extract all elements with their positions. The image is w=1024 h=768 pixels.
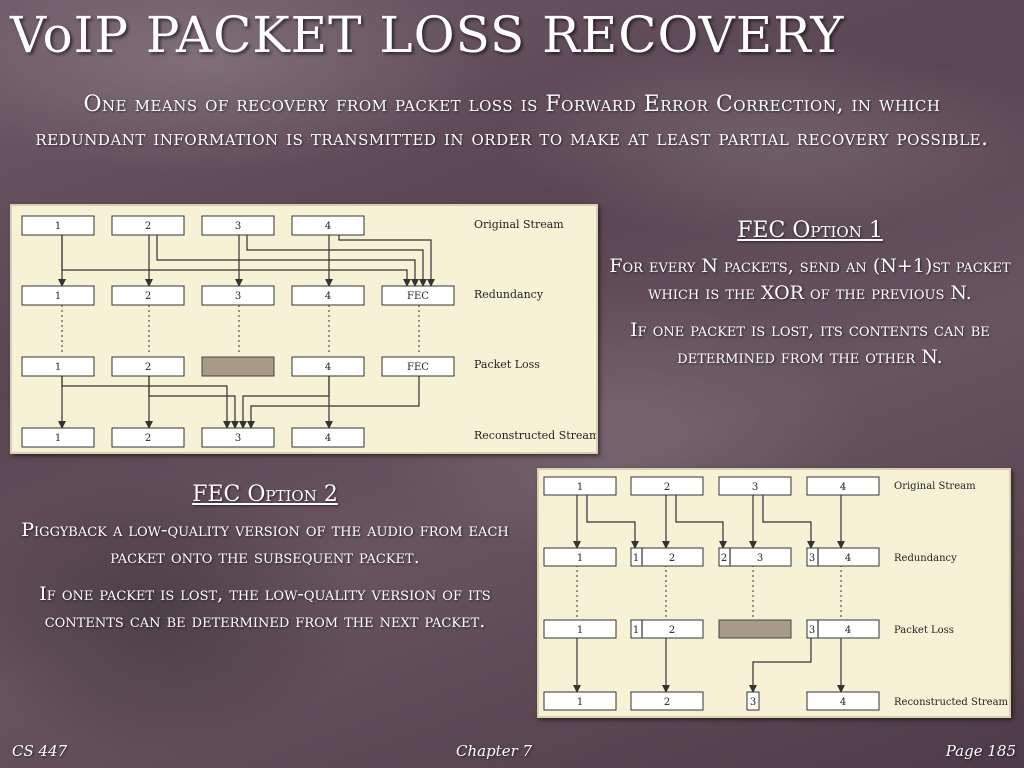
d2-red-packet-4: [806, 547, 880, 567]
d1-loss-num-1: 1: [55, 362, 61, 373]
d1-recon-packet-4: [291, 427, 365, 448]
d2-loss-num-2: 2: [669, 625, 675, 636]
d2-loss-num-1: 1: [577, 625, 583, 636]
d1-red-num-3: 3: [235, 291, 241, 302]
d1-red-fec-label: FEC: [407, 291, 429, 302]
footer-course: CS 447: [12, 742, 68, 760]
d2-orig-num-1: 1: [577, 482, 583, 493]
d1-orig-packet-2: [111, 215, 185, 236]
d1-red-packet-4: [291, 285, 365, 306]
d1-red-num-1: 1: [55, 291, 61, 302]
d1-loss-packet-4: [291, 356, 365, 377]
fec-option-1-point-2: If one packet is lost, its contents can …: [630, 319, 990, 368]
d2-loss-piggy-3: 3: [809, 625, 815, 636]
d2-red-packet-3: [718, 547, 792, 567]
footer-page: Page 185: [945, 742, 1016, 760]
d2-orig-num-3: 3: [752, 482, 758, 493]
d1-red-num-2: 2: [145, 291, 151, 302]
fec-option-1-heading: FEC Option 1: [737, 218, 883, 243]
d2-orig-packet-4: [806, 476, 880, 496]
d2-orig-packet-2: [630, 476, 704, 496]
d2-recon-num-2: 2: [664, 697, 670, 708]
fec-option-2-heading: FEC Option 2: [192, 482, 338, 507]
d2-row-label-original: Original Stream: [894, 481, 976, 492]
d2-recon-num-1: 1: [577, 697, 583, 708]
d1-row-label-original: Original Stream: [474, 218, 564, 231]
d2-recon-packet-4: [806, 691, 880, 711]
d1-red-packet-1: [21, 285, 95, 306]
intro-text: One means of recovery from packet loss i…: [35, 92, 989, 151]
d2-red-piggy-1: 1: [633, 553, 639, 564]
d1-row-label-packet-loss: Packet Loss: [474, 358, 540, 371]
d2-red-num-1: 1: [577, 553, 583, 564]
d1-recon-packet-2: [111, 427, 185, 448]
d2-row-label-packet-loss: Packet Loss: [894, 625, 954, 636]
fec-option-2-diagram: 1 2 3 4 Original Stream 1 1 2 2 3 3 4 Re…: [537, 468, 1011, 718]
d1-row-label-reconstructed: Reconstructed Stream: [474, 429, 596, 442]
d2-loss-packet-2: [630, 619, 704, 639]
d1-loss-num-2: 2: [145, 362, 151, 373]
d1-recon-packet-1: [21, 427, 95, 448]
fec-option-2-text: FEC Option 2 Piggyback a low-quality ver…: [18, 482, 512, 645]
d1-orig-num-3: 3: [235, 221, 241, 232]
d2-orig-num-4: 4: [840, 482, 846, 493]
d2-orig-packet-1: [543, 476, 617, 496]
d2-red-piggy-3: 3: [809, 553, 815, 564]
d1-row-label-redundancy: Redundancy: [474, 288, 544, 301]
fec-option-1-point-1: For every N packets, send an (N+1)st pac…: [609, 255, 1011, 304]
d2-loss-packet-4: [806, 619, 880, 639]
d1-red-packet-2: [111, 285, 185, 306]
d2-red-num-3: 3: [757, 553, 763, 564]
d1-lost-packet: [201, 356, 275, 377]
d2-red-packet-1: [543, 547, 617, 567]
d2-red-packet-2: [630, 547, 704, 567]
d1-loss-num-4: 4: [325, 362, 331, 373]
d2-row-label-redundancy: Redundancy: [894, 553, 957, 564]
d1-orig-num-2: 2: [145, 221, 151, 232]
d2-lost-packet: [718, 619, 792, 639]
d2-recon-packet-3-lowq: [746, 691, 760, 711]
d1-orig-packet-3: [201, 215, 275, 236]
d2-recon-packet-2: [630, 691, 704, 711]
diagram1-wires: [58, 235, 435, 429]
d1-recon-num-4: 4: [325, 433, 331, 444]
d1-orig-packet-1: [21, 215, 95, 236]
d2-recon-num-4: 4: [840, 697, 846, 708]
fec-option-2-point-2: If one packet is lost, the low-quality v…: [39, 583, 491, 632]
d1-recon-packet-3: [201, 427, 275, 448]
d2-row-label-reconstructed: Reconstructed Stream: [894, 697, 1009, 708]
d2-recon-num-3: 3: [750, 697, 756, 708]
fec-option-1-diagram: 1 2 3 4 Original Stream 1 2 3 4 FEC Redu…: [10, 204, 598, 454]
d1-recon-num-3: 3: [235, 433, 241, 444]
d2-orig-packet-3: [718, 476, 792, 496]
d2-loss-piggy-1: 1: [633, 625, 639, 636]
d1-loss-fec-packet: [381, 356, 455, 377]
d1-loss-fec-label: FEC: [407, 362, 429, 373]
d1-orig-num-4: 4: [325, 221, 331, 232]
d2-red-piggy-2: 2: [721, 553, 727, 564]
d2-loss-packet-1: [543, 619, 617, 639]
fec-option-1-text: FEC Option 1 For every N packets, send a…: [604, 218, 1016, 381]
d1-recon-num-1: 1: [55, 433, 61, 444]
d1-red-packet-3: [201, 285, 275, 306]
d1-red-fec-packet: [381, 285, 455, 306]
d1-recon-num-2: 2: [145, 433, 151, 444]
d2-red-num-2: 2: [669, 553, 675, 564]
d1-orig-num-1: 1: [55, 221, 61, 232]
d2-orig-num-2: 2: [664, 482, 670, 493]
d1-loss-packet-2: [111, 356, 185, 377]
d1-red-num-4: 4: [325, 291, 331, 302]
slide-title: VoIP PACKET LOSS RECOVERY: [10, 6, 845, 64]
d2-red-num-4: 4: [845, 553, 851, 564]
d1-orig-packet-4: [291, 215, 365, 236]
diagram2-wires: [573, 495, 845, 693]
d2-loss-num-4: 4: [845, 625, 851, 636]
d1-loss-packet-1: [21, 356, 95, 377]
footer-chapter: Chapter 7: [456, 742, 533, 760]
d2-recon-packet-1: [543, 691, 617, 711]
fec-option-2-point-1: Piggyback a low-quality version of the a…: [21, 519, 509, 568]
